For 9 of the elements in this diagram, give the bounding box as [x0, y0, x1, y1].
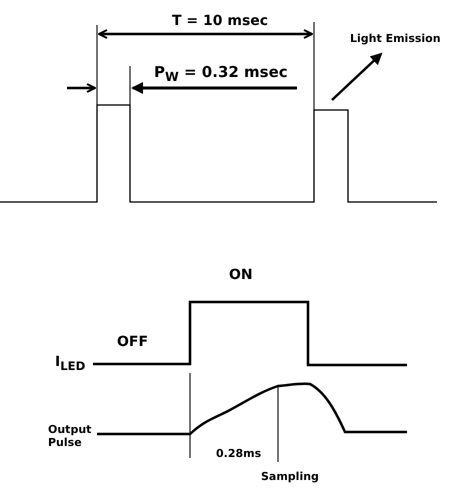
state-label: OFF: [117, 334, 148, 350]
emission-label: Light Emission: [350, 33, 441, 46]
time-label: 0.28ms: [216, 448, 262, 461]
period-label: T = 10 msec: [172, 13, 268, 30]
signal-label: I$_{LED}$: [55, 354, 86, 374]
signal-label: Output Pulse: [48, 424, 92, 450]
sampling-label: Sampling: [261, 471, 319, 484]
pulse-width-label: P$_{W}$ = 0.32 msec: [154, 64, 288, 84]
state-label: ON: [229, 267, 253, 284]
